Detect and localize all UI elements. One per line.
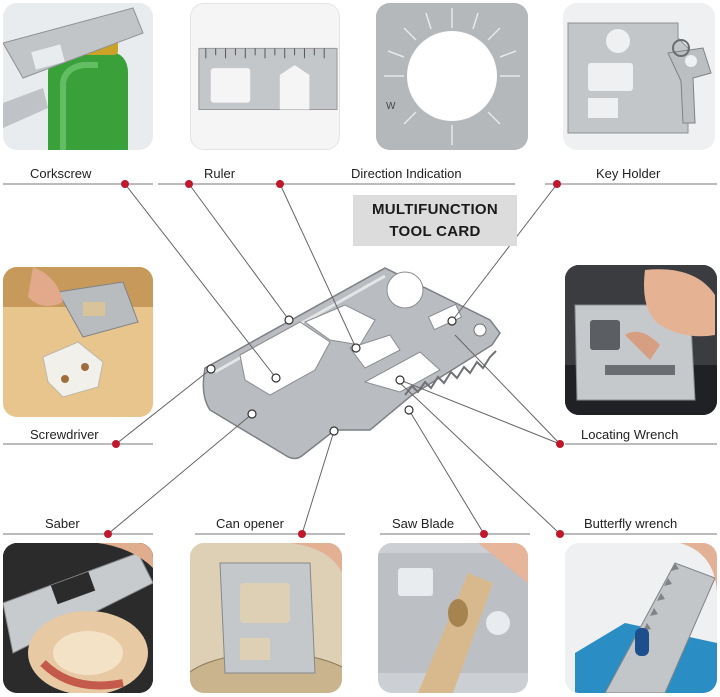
- label-saw-blade: Saw Blade: [392, 516, 455, 531]
- svg-text:W: W: [386, 101, 396, 112]
- label-saber: Saber: [45, 516, 80, 531]
- saber-photo: [3, 543, 153, 693]
- tool-card: [202, 267, 501, 460]
- label-key-holder: Key Holder: [596, 166, 661, 181]
- label-screwdriver: Screwdriver: [30, 427, 99, 442]
- label-can-opener: Can opener: [216, 516, 284, 531]
- label-direction-indication: Direction Indication: [351, 166, 462, 181]
- butterfly-wrench-photo: [565, 543, 717, 693]
- direction-photo: W: [376, 3, 528, 150]
- label-locating-wrench: Locating Wrench: [581, 427, 679, 442]
- label-corkscrew: Corkscrew: [30, 166, 92, 181]
- ruler-photo: [190, 3, 340, 150]
- screwdriver-photo: [3, 267, 153, 417]
- can-opener-photo: [190, 543, 342, 693]
- label-ruler: Ruler: [204, 166, 236, 181]
- locating-wrench-photo: [565, 265, 717, 415]
- key-holder-photo: [563, 3, 715, 150]
- title-box: MULTIFUNCTION TOOL CARD: [353, 195, 517, 246]
- corkscrew-photo: [3, 3, 153, 150]
- title-line-2: TOOL CARD: [389, 222, 481, 240]
- title-line-1: MULTIFUNCTION: [371, 200, 499, 218]
- saw-blade-photo: [378, 543, 528, 693]
- label-butterfly-wrench: Butterfly wrench: [584, 516, 678, 531]
